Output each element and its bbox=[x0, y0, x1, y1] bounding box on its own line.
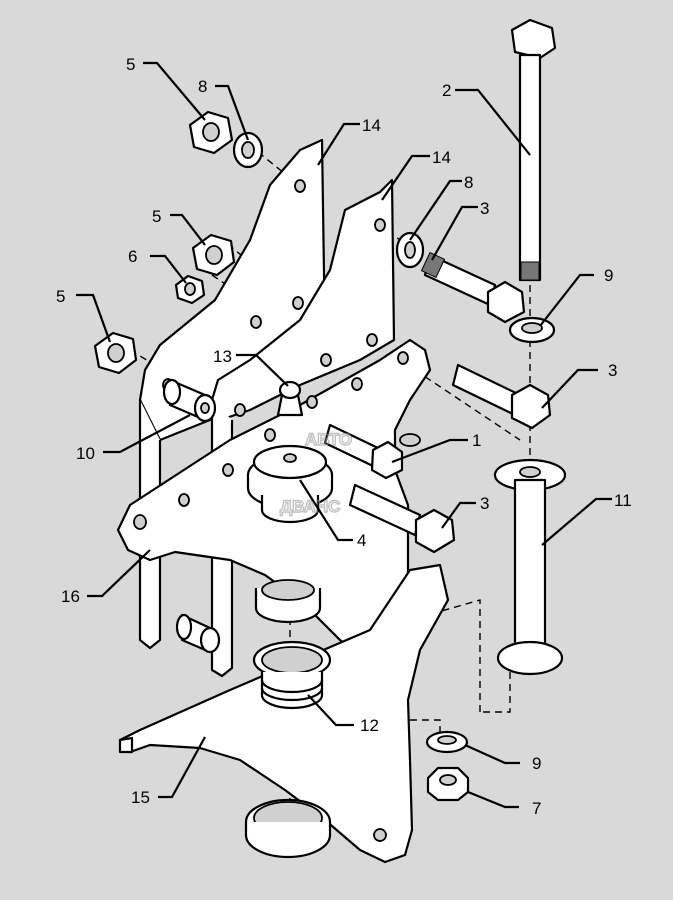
callout-7: 7 bbox=[532, 799, 541, 818]
pin-11 bbox=[493, 458, 567, 676]
callout-5: 5 bbox=[126, 55, 135, 74]
callout-3: 3 bbox=[608, 361, 617, 380]
bolt-3-middle bbox=[451, 363, 552, 430]
callout-14: 14 bbox=[432, 148, 451, 167]
callout-9: 9 bbox=[532, 754, 541, 773]
spacer-tube-lower bbox=[175, 613, 221, 654]
callout-5: 5 bbox=[56, 287, 65, 306]
callout-9: 9 bbox=[604, 266, 613, 285]
lower-arm-plate-15 bbox=[118, 563, 450, 864]
callout-16: 16 bbox=[61, 587, 80, 606]
leader-lines bbox=[76, 61, 612, 809]
washer-8-right bbox=[395, 231, 425, 269]
washer-9-upper bbox=[508, 316, 556, 344]
callout-8: 8 bbox=[198, 77, 207, 96]
svg-text:ДВАНС: ДВАНС bbox=[280, 497, 340, 516]
seal-12-lower bbox=[252, 640, 332, 710]
bushing-4 bbox=[246, 444, 334, 524]
callout-5: 5 bbox=[152, 207, 161, 226]
callout-15: 15 bbox=[131, 788, 150, 807]
washer-8-top bbox=[232, 131, 264, 169]
nut-7 bbox=[426, 766, 470, 802]
callout-13: 13 bbox=[213, 347, 232, 366]
nut-6 bbox=[174, 274, 206, 305]
callout-10: 10 bbox=[76, 444, 95, 463]
callout-8: 8 bbox=[464, 173, 473, 192]
callout-4: 4 bbox=[357, 531, 366, 550]
nut-5-middle bbox=[191, 233, 236, 277]
callout-3: 3 bbox=[480, 494, 489, 513]
callout-11: 11 bbox=[614, 491, 632, 510]
callout-1: 1 bbox=[472, 431, 481, 450]
bolt-3-upper bbox=[420, 251, 526, 324]
callout-6: 6 bbox=[128, 247, 137, 266]
callout-labels: 5 8 14 14 2 8 3 5 6 9 5 13 3 10 1 11 3 4… bbox=[56, 55, 632, 818]
callout-2: 2 bbox=[442, 81, 451, 100]
callout-3: 3 bbox=[480, 199, 489, 218]
washer-9-lower bbox=[425, 730, 469, 754]
nut-5-top bbox=[188, 110, 234, 155]
long-bolt-2 bbox=[510, 18, 557, 282]
callout-12: 12 bbox=[360, 716, 379, 735]
nut-5-lower bbox=[93, 331, 138, 375]
spacer-tube-10 bbox=[162, 378, 217, 423]
watermark: АВТО ДВАНС bbox=[279, 429, 352, 516]
bolt-1 bbox=[323, 423, 404, 480]
bolt-3-lower bbox=[348, 483, 456, 554]
svg-text:АВТО: АВТО bbox=[305, 430, 352, 449]
grease-fitting-13 bbox=[276, 380, 304, 417]
callout-14: 14 bbox=[362, 116, 381, 135]
seal-bottom bbox=[244, 798, 332, 859]
seal-12-upper bbox=[254, 579, 322, 624]
